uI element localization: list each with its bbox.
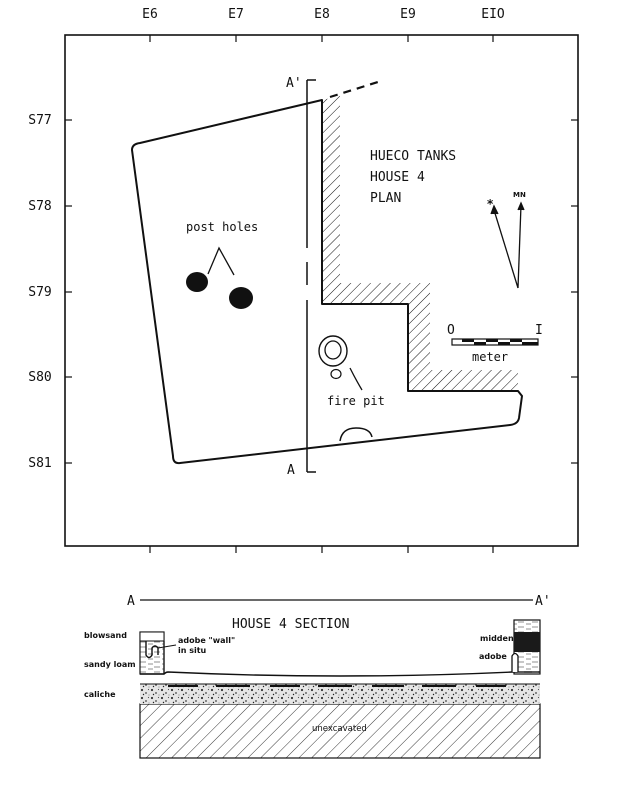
fire-pit-leader [349, 367, 363, 391]
adobe-wall-label-line-1: adobe "wall" [178, 636, 235, 645]
wall-hatch [322, 96, 518, 391]
section-right-end-label: A' [535, 594, 551, 609]
grid-label-s79: S79 [28, 285, 51, 300]
grid-label-e9: E9 [400, 7, 416, 22]
right-adobe-label: adobe [479, 652, 507, 661]
layer-label-blowsand: blowsand [84, 631, 127, 640]
grid-label-e6: E6 [142, 7, 158, 22]
floor-feature [339, 427, 373, 442]
adobe-wall-label-line-2: in situ [178, 646, 207, 655]
plan-title-line-2: HOUSE 4 [370, 170, 425, 185]
midden-label: midden [480, 634, 514, 643]
plan-title-line-3: PLAN [370, 191, 401, 206]
right-adobe [511, 652, 519, 672]
scale-end-label: I [535, 323, 543, 338]
post-hole-2 [229, 287, 253, 309]
magnetic-north-label: MN [513, 191, 526, 199]
grid-label-s81: S81 [28, 456, 51, 471]
house-outline [131, 99, 523, 465]
scale-start-label: O [447, 323, 455, 338]
section-left-end-label: A [127, 594, 135, 609]
section-label-bottom: A [287, 463, 295, 478]
plan-map: E6 E7 E8 E9 EIO S77 S78 S79 S80 S81 A' A… [28, 7, 579, 553]
section-label-top: A' [286, 76, 302, 91]
grid-label-s77: S77 [28, 113, 51, 128]
section-title: HOUSE 4 SECTION [232, 617, 349, 632]
layer-label-sandy-loam: sandy loam [84, 660, 136, 669]
fire-pit-inner [324, 340, 342, 360]
north-arrow [490, 201, 525, 289]
floor-profile [140, 671, 540, 677]
midden-deposit [514, 632, 540, 652]
section-line [306, 79, 316, 473]
caliche-layer [140, 684, 540, 704]
scale-bar [451, 338, 539, 346]
fire-pit-outer [318, 335, 348, 367]
grid-ticks [65, 35, 578, 553]
post-holes-label: post holes [186, 220, 258, 234]
fire-pit-label: fire pit [327, 394, 385, 408]
left-wall-blowsand [139, 631, 165, 642]
scale-unit-label: meter [472, 350, 508, 364]
grid-label-e10: EIO [481, 7, 505, 22]
grid-label-s78: S78 [28, 199, 51, 214]
true-north-star: * [487, 197, 494, 211]
wall-extension-dashed [329, 80, 379, 99]
post-holes-leader [207, 246, 235, 276]
adobe-wall-in-situ [145, 641, 159, 659]
adobe-wall-leader [157, 644, 177, 649]
grid-label-s80: S80 [28, 370, 51, 385]
grid-label-e7: E7 [228, 7, 244, 22]
layer-label-caliche: caliche [84, 690, 116, 699]
unexcavated-label: unexcavated [312, 724, 367, 734]
unexcavated-zone [139, 703, 541, 759]
fire-pit-small [330, 368, 342, 380]
grid-label-e8: E8 [314, 7, 330, 22]
post-hole-1 [186, 272, 208, 292]
section-profile: A A' HOUSE 4 SECTION blowsand sandy loam… [84, 594, 551, 759]
plan-title-line-1: HUECO TANKS [370, 149, 456, 164]
